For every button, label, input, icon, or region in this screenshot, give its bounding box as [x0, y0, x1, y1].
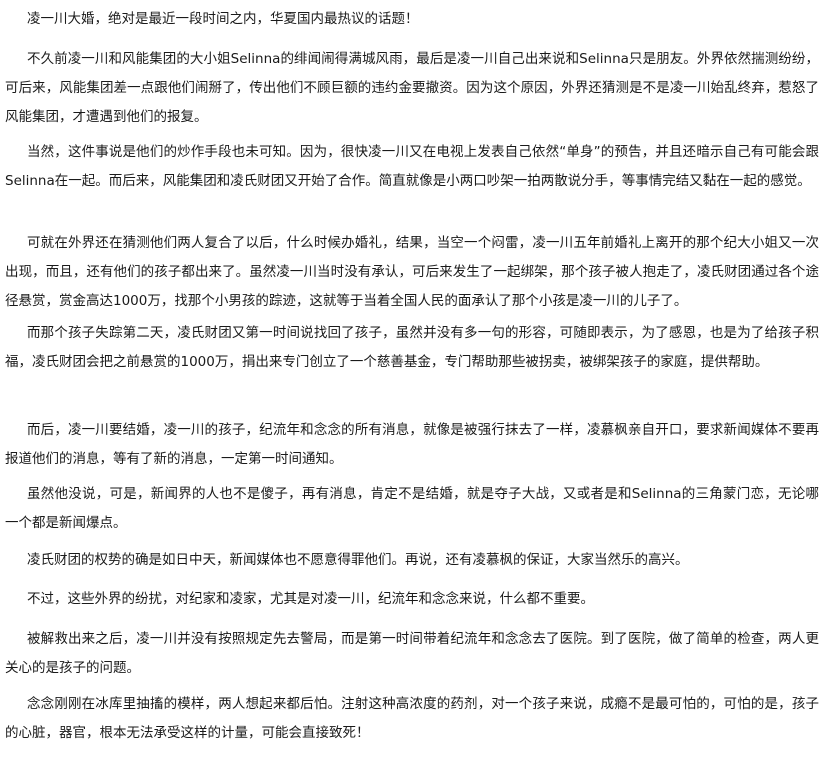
paragraph-5: 而那个孩子失踪第二天，凌氏财团又第一时间说找回了孩子，虽然并没有多一句的形容，可… — [5, 325, 819, 370]
paragraph-8: 凌氏财团的权势的确是如日中天，新闻媒体也不愿意得罪他们。再说，还有凌慕枫的保证，… — [27, 552, 689, 568]
paragraph-3: 当然，这件事说是他们的炒作手段也未可知。因为，很快凌一川又在电视上发表自己依然“… — [5, 144, 819, 189]
paragraph-6: 而后，凌一川要结婚，凌一川的孩子，纪流年和念念的所有消息，就像是被强行抹去了一样… — [5, 422, 819, 467]
paragraph-11: 念念刚刚在冰库里抽搐的模样，两人想起来都后怕。注射这种高浓度的药剂，对一个孩子来… — [5, 696, 819, 741]
paragraph-7: 虽然他没说，可是，新闻界的人也不是傻子，再有消息，肯定不是结婚，就是夺子大战，又… — [5, 486, 819, 531]
paragraph-4: 可就在外界还在猜测他们两人复合了以后，什么时候办婚礼，结果，当空一个闷雷，凌一川… — [5, 235, 819, 309]
paragraph-2: 不久前凌一川和风能集团的大小姐Selinna的绯闻闹得满城风雨，最后是凌一川自己… — [5, 51, 819, 125]
paragraph-9: 不过，这些外界的纷扰，对纪家和凌家，尤其是对凌一川，纪流年和念念来说，什么都不重… — [27, 591, 594, 607]
paragraph-1: 凌一川大婚，绝对是最近一段时间之内，华夏国内最热议的话题！ — [27, 11, 419, 27]
paragraph-10: 被解救出来之后，凌一川并没有按照规定先去警局，而是第一时间带着纪流年和念念去了医… — [5, 631, 819, 676]
